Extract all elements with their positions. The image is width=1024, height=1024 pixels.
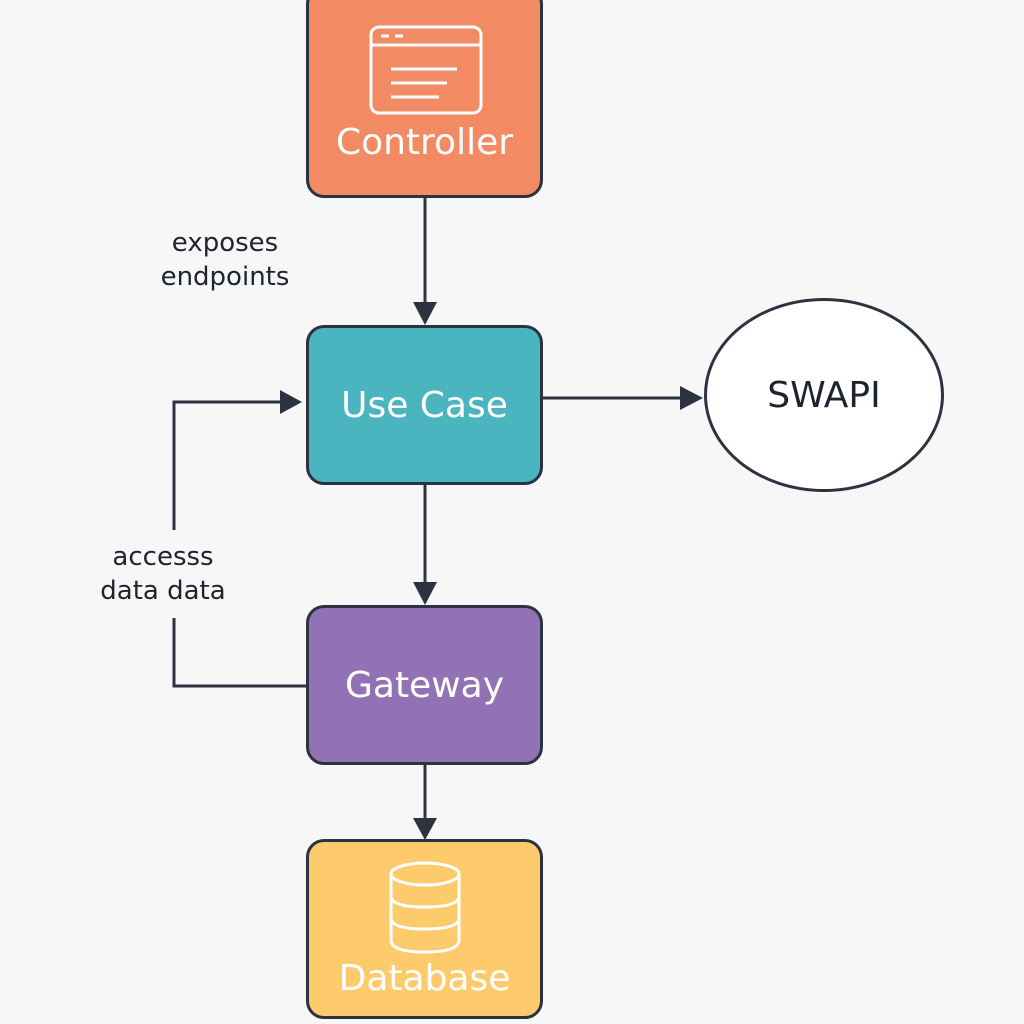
swapi-label: SWAPI xyxy=(767,374,881,416)
edge-label-line: endpoints xyxy=(160,262,290,292)
edge-label-access-data: accesss data data xyxy=(78,540,248,608)
swapi-node: SWAPI xyxy=(704,298,944,492)
use-case-node: Use Case xyxy=(306,325,543,485)
edge-label-line: data data xyxy=(100,576,226,606)
database-label: Database xyxy=(338,958,511,999)
arrowhead-usecase-to-swapi xyxy=(680,386,703,410)
arrowhead-gateway-to-usecase xyxy=(280,390,302,414)
edge-label-line: exposes xyxy=(171,228,279,258)
database-node: Database xyxy=(306,839,543,1019)
edge-gateway-to-usecase-lower xyxy=(172,618,306,688)
edge-gateway-to-usecase-upper xyxy=(172,400,286,530)
edge-label-exposes-endpoints: exposes endpoints xyxy=(140,226,310,294)
use-case-label: Use Case xyxy=(341,384,508,426)
arrowhead-usecase-to-gateway xyxy=(413,582,437,605)
controller-label: Controller xyxy=(335,122,514,163)
browser-window-icon xyxy=(369,25,483,115)
gateway-node: Gateway xyxy=(306,605,543,765)
arrowhead-controller-to-usecase xyxy=(413,302,437,325)
database-icon xyxy=(389,861,461,954)
arrowhead-gateway-to-database xyxy=(413,818,437,840)
controller-node: Controller xyxy=(306,0,543,198)
gateway-label: Gateway xyxy=(344,664,505,706)
edge-label-line: accesss xyxy=(112,542,214,572)
